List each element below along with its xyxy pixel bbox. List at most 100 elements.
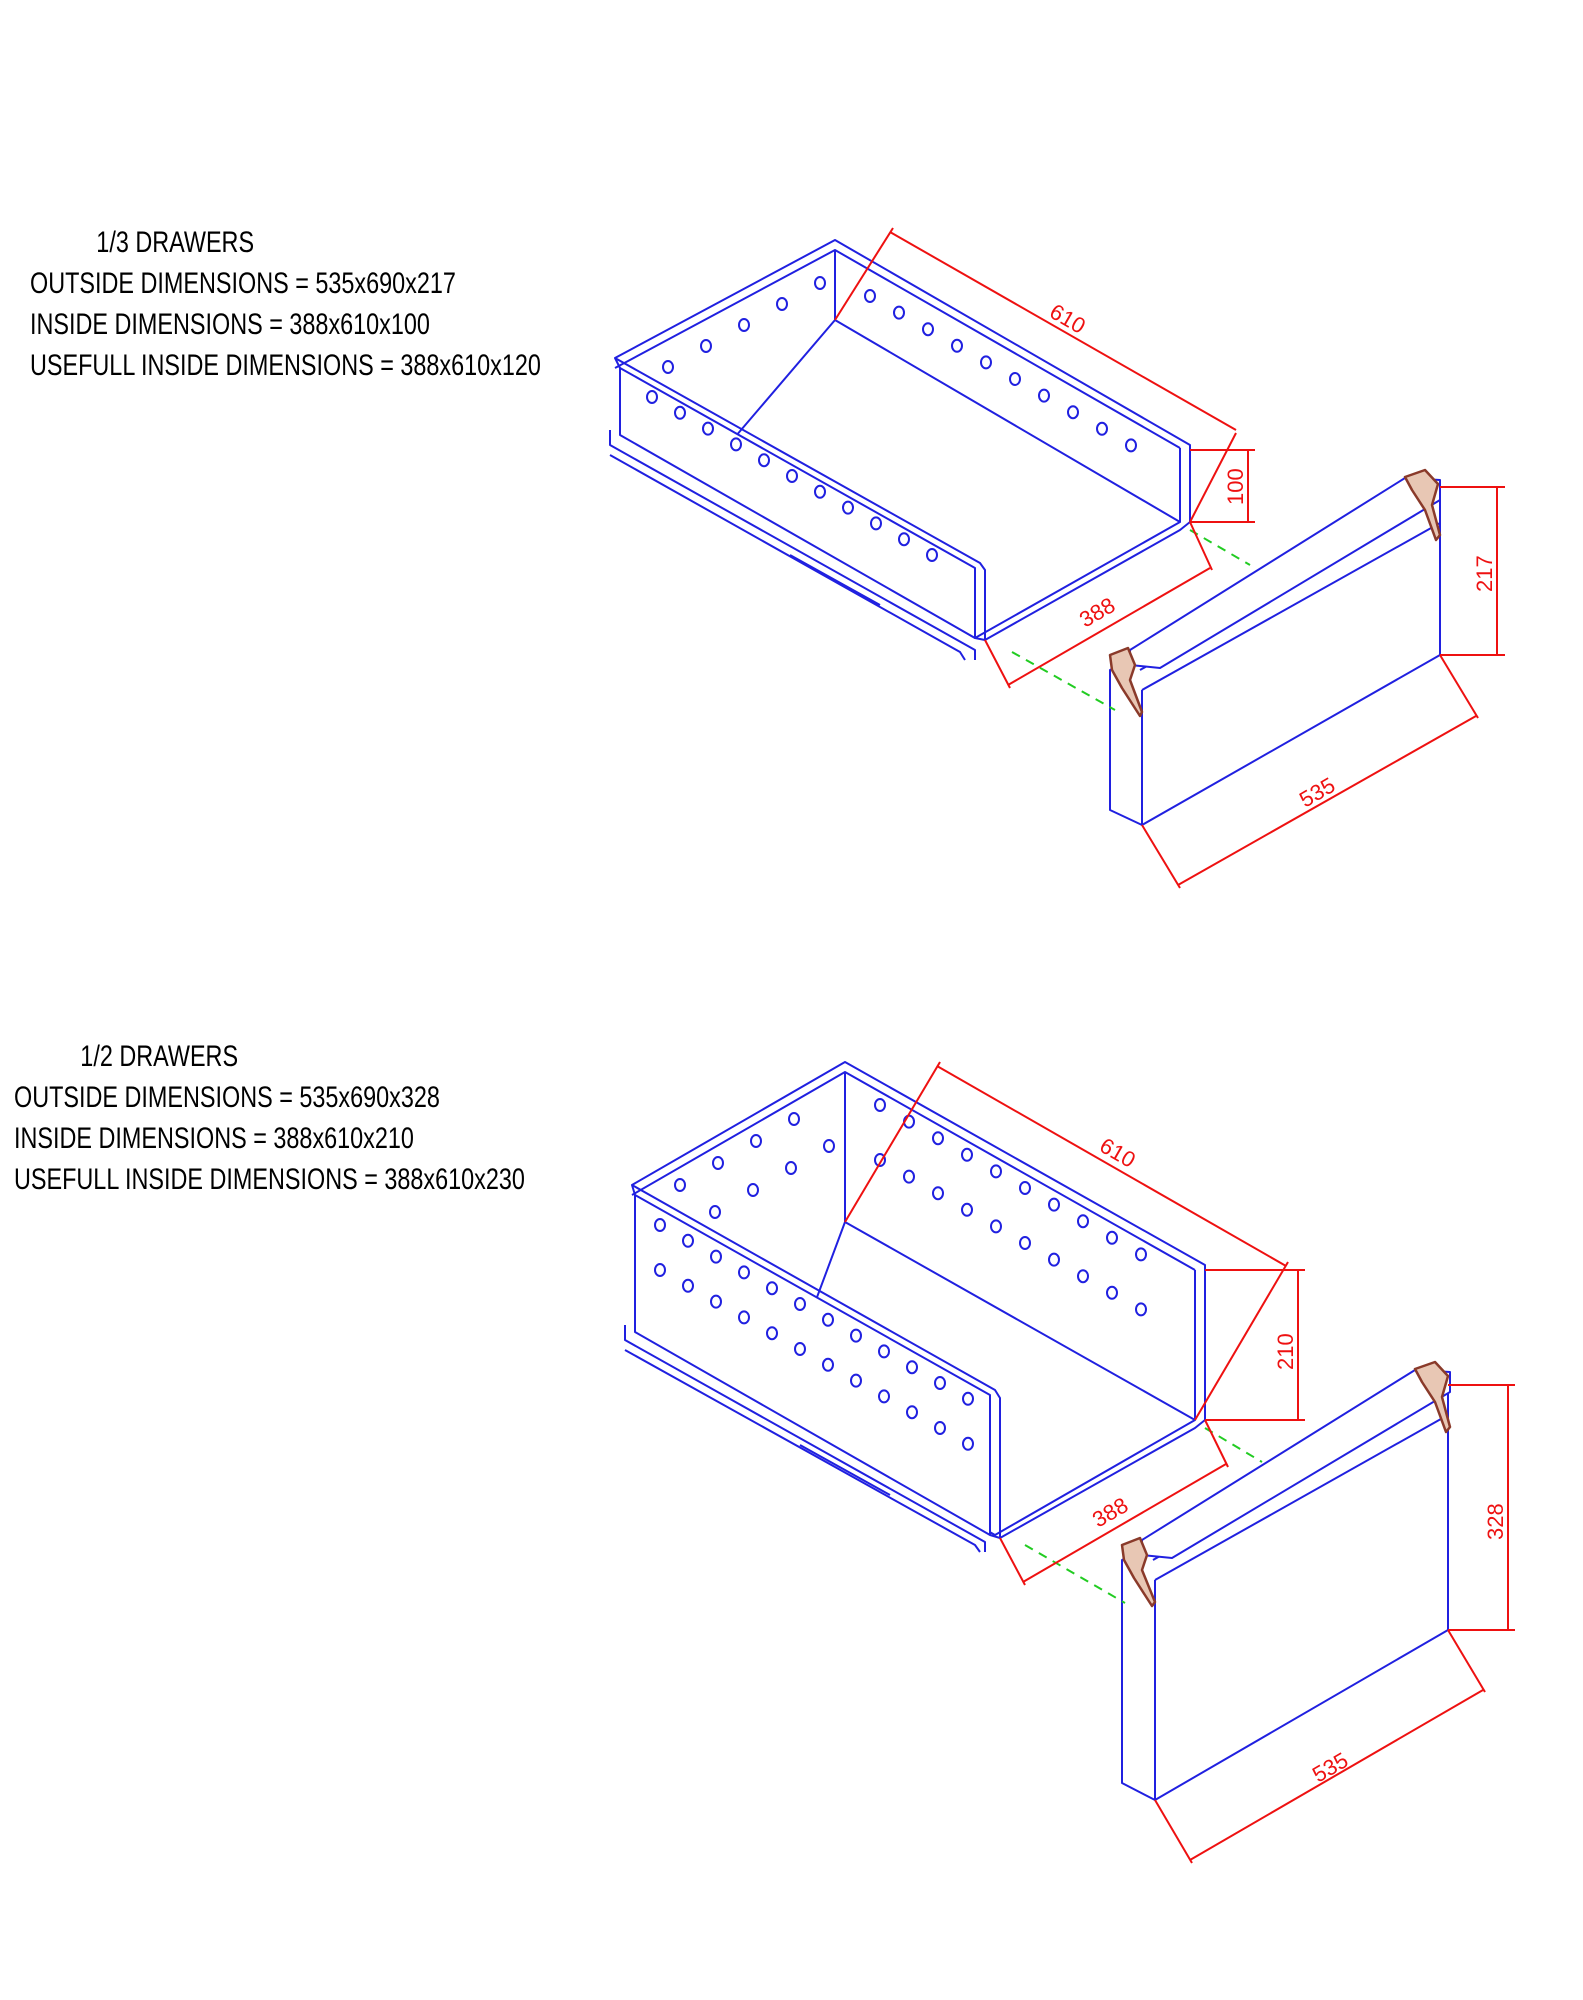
drawer-2-front-hole <box>766 1281 778 1296</box>
drawer-1-front-hole <box>758 453 770 468</box>
drawer-2-back-hole <box>785 1161 797 1175</box>
drawer-2-hidden-lines <box>1024 1427 1263 1604</box>
drawer-1-dim-217-label: 217 <box>1472 555 1497 592</box>
drawer-1-front-hole <box>730 437 742 452</box>
drawer-2-back-hole <box>932 1186 944 1201</box>
drawer-1-back-hole <box>662 360 674 374</box>
drawer-2-back-holes <box>674 1098 1147 1317</box>
drawer-2-back-hole <box>1106 1230 1118 1245</box>
drawer-2-front-hole <box>878 1389 890 1404</box>
drawer-1-handle-right-end <box>1403 468 1442 542</box>
drawer-2-back-hole <box>1048 1252 1060 1267</box>
drawer-1-dim-535-line <box>1177 715 1477 886</box>
drawer-2-dim-388-ext-a <box>999 1537 1026 1586</box>
drawer-2-dim-535-ext-a <box>1154 1799 1193 1864</box>
drawer-2-front-hole <box>934 1376 946 1390</box>
drawer-2-rail-lower <box>624 1349 981 1553</box>
drawer-1-front-wall-rim <box>614 357 986 641</box>
drawer-1-face-top-line-2 <box>1141 522 1441 691</box>
drawer-2-handle-right-end <box>1413 1360 1452 1434</box>
drawer-1-dim-535-label: 535 <box>1295 772 1339 812</box>
drawer-1-back-hole <box>893 305 905 320</box>
drawer-2-dim-388-label: 388 <box>1088 1492 1132 1532</box>
drawer-2-face-panel <box>1120 1360 1452 1801</box>
drawer-1-front-hole <box>926 548 938 562</box>
drawer-1-back-hole <box>951 338 963 353</box>
drawer-1-dim-610-ext-b <box>1189 432 1237 523</box>
drawer-1-rail-lower <box>609 454 966 661</box>
drawer-2-back-hole <box>823 1139 835 1153</box>
drawer-2-dim-610-line <box>936 1065 1287 1267</box>
drawer-2-back-hole <box>990 1219 1002 1234</box>
drawer-1-back-hole <box>1125 438 1137 453</box>
drawer-1-back-hole <box>864 289 876 303</box>
drawer-1-front-hole <box>814 484 826 499</box>
drawer-1-back-hole <box>1038 388 1050 403</box>
drawer-1-dim-388-ext-b <box>1189 521 1213 571</box>
drawer-1-dim-535-ext-b <box>1439 654 1479 719</box>
drawer-1-front-hole <box>870 516 882 531</box>
drawer-2-back-hole <box>990 1164 1002 1179</box>
drawer-2-back-hole <box>1019 1181 1031 1195</box>
drawer-1-usefull-dimensions: USEFULL INSIDE DIMENSIONS = 388x610x120 <box>30 349 541 382</box>
drawer-1-front-hole <box>702 421 714 436</box>
drawer-2-inside-dimensions: INSIDE DIMENSIONS = 388x610x210 <box>14 1122 414 1155</box>
drawer-1-handle-left-end <box>1108 646 1144 718</box>
drawer-2-front-hole <box>850 1328 862 1343</box>
drawer-1-hidden-lines <box>1011 529 1251 711</box>
drawer-2-hidden-line-back <box>1204 1427 1263 1463</box>
drawer-2-front-hole <box>682 1233 694 1248</box>
drawer-1-inside-dimensions: INSIDE DIMENSIONS = 388x610x100 <box>30 308 430 341</box>
drawer-1-outside-dimensions: OUTSIDE DIMENSIONS = 535x690x217 <box>30 267 456 300</box>
drawer-2-back-hole <box>874 1098 886 1112</box>
drawer-2-back-hole <box>1135 1302 1147 1317</box>
drawer-2-front-hole <box>710 1249 722 1264</box>
drawer-2-dim-328-label: 328 <box>1483 1503 1508 1540</box>
drawer-2-front-hole <box>766 1326 778 1341</box>
drawer-2-front-hole <box>822 1312 834 1327</box>
drawer-1-front-hole <box>898 532 910 547</box>
drawer-1-dim-388-label: 388 <box>1075 592 1119 632</box>
drawer-2-front-hole <box>738 1265 750 1280</box>
drawer-1-tray <box>609 239 1191 661</box>
drawer-1-rail <box>609 430 976 660</box>
drawer-2-front-hole <box>962 1436 974 1451</box>
drawer-1-dim-100-label: 100 <box>1223 468 1248 505</box>
drawer-1-back-hole <box>1009 372 1021 386</box>
drawer-1-dim-610-ext-a <box>834 227 894 321</box>
drawer-2-front-hole <box>710 1294 722 1309</box>
drawer-2-rail <box>624 1325 986 1552</box>
drawer-2-spec-text: 1/2 DRAWERS OUTSIDE DIMENSIONS = 535x690… <box>14 1036 525 1200</box>
drawer-2-back-hole <box>788 1112 800 1126</box>
drawer-2-front-hole <box>794 1297 806 1311</box>
drawer-2-front-hole <box>934 1421 946 1435</box>
drawer-2-dim-610-label: 610 <box>1096 1133 1140 1173</box>
drawer-2-dim-388-line <box>1022 1463 1227 1583</box>
drawer-2-front-holes <box>654 1218 974 1451</box>
drawer-2-back-hole <box>874 1153 886 1167</box>
drawer-1-title: 1/3 DRAWERS <box>96 226 255 259</box>
drawer-2-front-hole <box>654 1263 666 1277</box>
drawer-2-back-hole <box>1106 1285 1118 1300</box>
drawer-2-front-wall-rim <box>631 1184 1001 1539</box>
drawer-1-back-hole <box>1096 421 1108 436</box>
drawer-2-face-top-line-2 <box>1154 1414 1449 1581</box>
drawer-1-dim-610-line <box>889 231 1237 431</box>
drawer-2-front-hole <box>794 1342 806 1356</box>
drawer-1-hidden-line-back <box>1189 529 1251 566</box>
drawer-1-back-hole <box>776 297 788 311</box>
drawer-1-runner <box>789 554 881 606</box>
drawer-2-front-hole <box>906 1360 918 1375</box>
drawer-2-back-rim <box>631 1061 1206 1420</box>
drawer-1-front-hole <box>674 405 686 420</box>
drawer-2-back-hole <box>1019 1236 1031 1250</box>
drawer-2-back-hole <box>1077 1214 1089 1229</box>
drawer-1-front-hole <box>842 500 854 515</box>
drawer-2-dim-210-label: 210 <box>1273 1333 1298 1370</box>
drawer-1-face-panel <box>1108 468 1442 826</box>
drawer-1-back-hole <box>700 339 712 353</box>
drawer-1-front-holes <box>646 390 938 562</box>
drawer-1-back-holes <box>662 276 1137 453</box>
drawer-2-runner <box>799 1444 891 1496</box>
drawer-2-dim-610-ext-b <box>1194 1261 1289 1421</box>
